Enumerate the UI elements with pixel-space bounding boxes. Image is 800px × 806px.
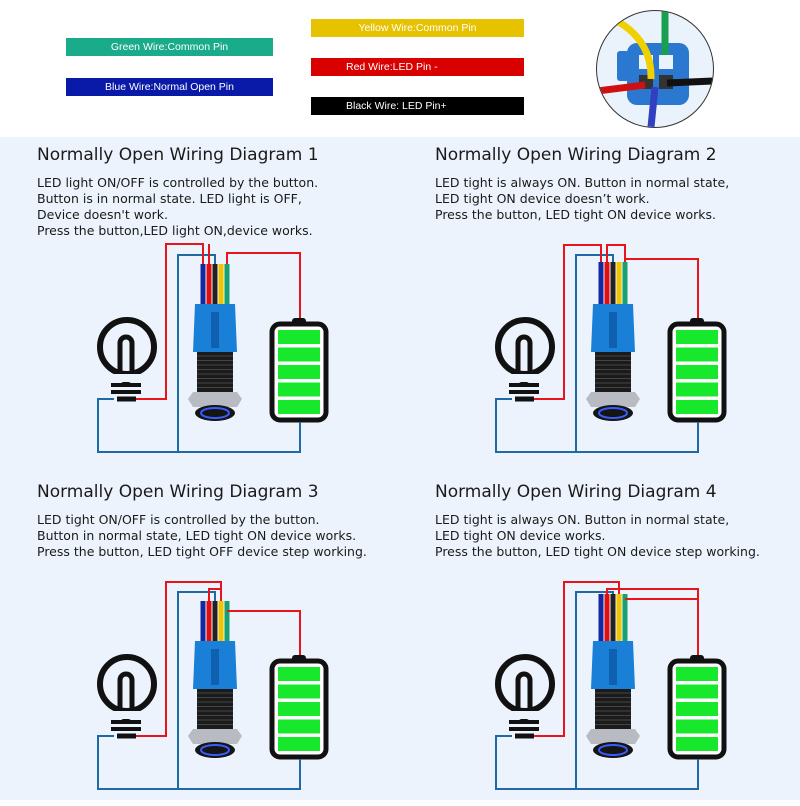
switch-thread bbox=[197, 352, 233, 392]
battery-cell bbox=[676, 684, 718, 699]
switch-thread bbox=[595, 352, 631, 392]
circuit-red-wire bbox=[534, 581, 620, 737]
bulb-icon bbox=[495, 654, 555, 714]
battery-cell bbox=[676, 667, 718, 681]
switch-thread bbox=[595, 689, 631, 729]
panel-title: Normally Open Wiring Diagram 3 bbox=[37, 482, 319, 502]
panel-diagram-1: Normally Open Wiring Diagram 1 LED light… bbox=[0, 137, 400, 469]
panel-title: Normally Open Wiring Diagram 4 bbox=[435, 482, 717, 502]
panel-title: Normally Open Wiring Diagram 2 bbox=[435, 145, 717, 165]
circuit-blue-wire bbox=[177, 254, 216, 452]
wiring-diagram bbox=[97, 581, 329, 790]
led-ring bbox=[200, 407, 230, 419]
battery-cell bbox=[278, 719, 320, 734]
circuit-red-wire bbox=[208, 588, 221, 601]
panel-diagram-4: Normally Open Wiring Diagram 4 LED tight… bbox=[398, 474, 798, 806]
switch-nut bbox=[188, 729, 242, 744]
wiring-diagram bbox=[97, 243, 329, 453]
circuit-blue-wire bbox=[495, 735, 699, 790]
battery-cell bbox=[676, 400, 718, 414]
switch-nut bbox=[586, 729, 640, 744]
battery-cell bbox=[676, 347, 718, 362]
switch-thread bbox=[197, 689, 233, 729]
battery-cell bbox=[278, 684, 320, 699]
battery-cell bbox=[278, 667, 320, 681]
circuit-blue-wire bbox=[177, 591, 216, 789]
panel-description: LED light ON/OFF is controlled by the bu… bbox=[37, 175, 319, 238]
led-ring bbox=[598, 407, 628, 419]
legend-blue-wire: Blue Wire:Normal Open Pin bbox=[66, 78, 273, 96]
legend-black-wire: Black Wire: LED Pin+ bbox=[311, 97, 524, 115]
panel-description: LED tight is always ON. Button in normal… bbox=[435, 512, 760, 559]
circuit-red-wire bbox=[606, 588, 699, 655]
wiring-diagram bbox=[495, 581, 727, 790]
battery-cell bbox=[278, 365, 320, 379]
circuit-blue-wire bbox=[575, 254, 614, 452]
legend-yellow-wire: Yellow Wire:Common Pin bbox=[311, 19, 524, 37]
battery-cell bbox=[278, 347, 320, 362]
circuit-blue-wire bbox=[495, 398, 699, 453]
circuit-red-wire bbox=[624, 258, 699, 318]
battery-cell bbox=[676, 382, 718, 397]
connector-photo bbox=[596, 10, 714, 128]
battery-cell bbox=[278, 330, 320, 344]
battery-cell bbox=[676, 330, 718, 344]
battery-cell bbox=[278, 737, 320, 751]
bulb-icon bbox=[97, 654, 157, 714]
legend-area: Yellow Wire:Common Pin Green Wire:Common… bbox=[0, 0, 800, 137]
panel-description: LED tight ON/OFF is controlled by the bu… bbox=[37, 512, 367, 559]
battery-cell bbox=[676, 702, 718, 716]
led-ring bbox=[598, 744, 628, 756]
battery-cell bbox=[676, 737, 718, 751]
circuit-blue-wire bbox=[97, 398, 301, 453]
battery-cell bbox=[676, 719, 718, 734]
diagrams-area: Normally Open Wiring Diagram 1 LED light… bbox=[0, 137, 800, 800]
wiring-diagram bbox=[495, 244, 727, 453]
battery-cell bbox=[278, 382, 320, 397]
circuit-red-wire bbox=[534, 244, 602, 400]
circuit-red-wire bbox=[227, 610, 301, 655]
battery-cell bbox=[278, 702, 320, 716]
switch-nut bbox=[586, 392, 640, 407]
circuit-red-wire bbox=[226, 252, 301, 318]
circuit-red-wire bbox=[606, 244, 626, 262]
circuit-red-wire bbox=[136, 243, 204, 400]
bulb-icon bbox=[495, 317, 555, 377]
battery-cell bbox=[278, 400, 320, 414]
legend-green-wire: Green Wire:Common Pin bbox=[66, 38, 273, 56]
switch-nut bbox=[188, 392, 242, 407]
panel-title: Normally Open Wiring Diagram 1 bbox=[37, 145, 319, 165]
circuit-blue-wire bbox=[97, 735, 301, 790]
legend-red-wire: Red Wire:LED Pin - bbox=[311, 58, 524, 76]
circuit-blue-wire bbox=[575, 591, 614, 789]
led-ring bbox=[200, 744, 230, 756]
panel-diagram-2: Normally Open Wiring Diagram 2 LED tight… bbox=[398, 137, 798, 469]
bulb-icon bbox=[97, 317, 157, 377]
battery-cell bbox=[676, 365, 718, 379]
panel-description: LED tight is always ON. Button in normal… bbox=[435, 175, 730, 222]
panel-diagram-3: Normally Open Wiring Diagram 3 LED tight… bbox=[0, 474, 400, 806]
